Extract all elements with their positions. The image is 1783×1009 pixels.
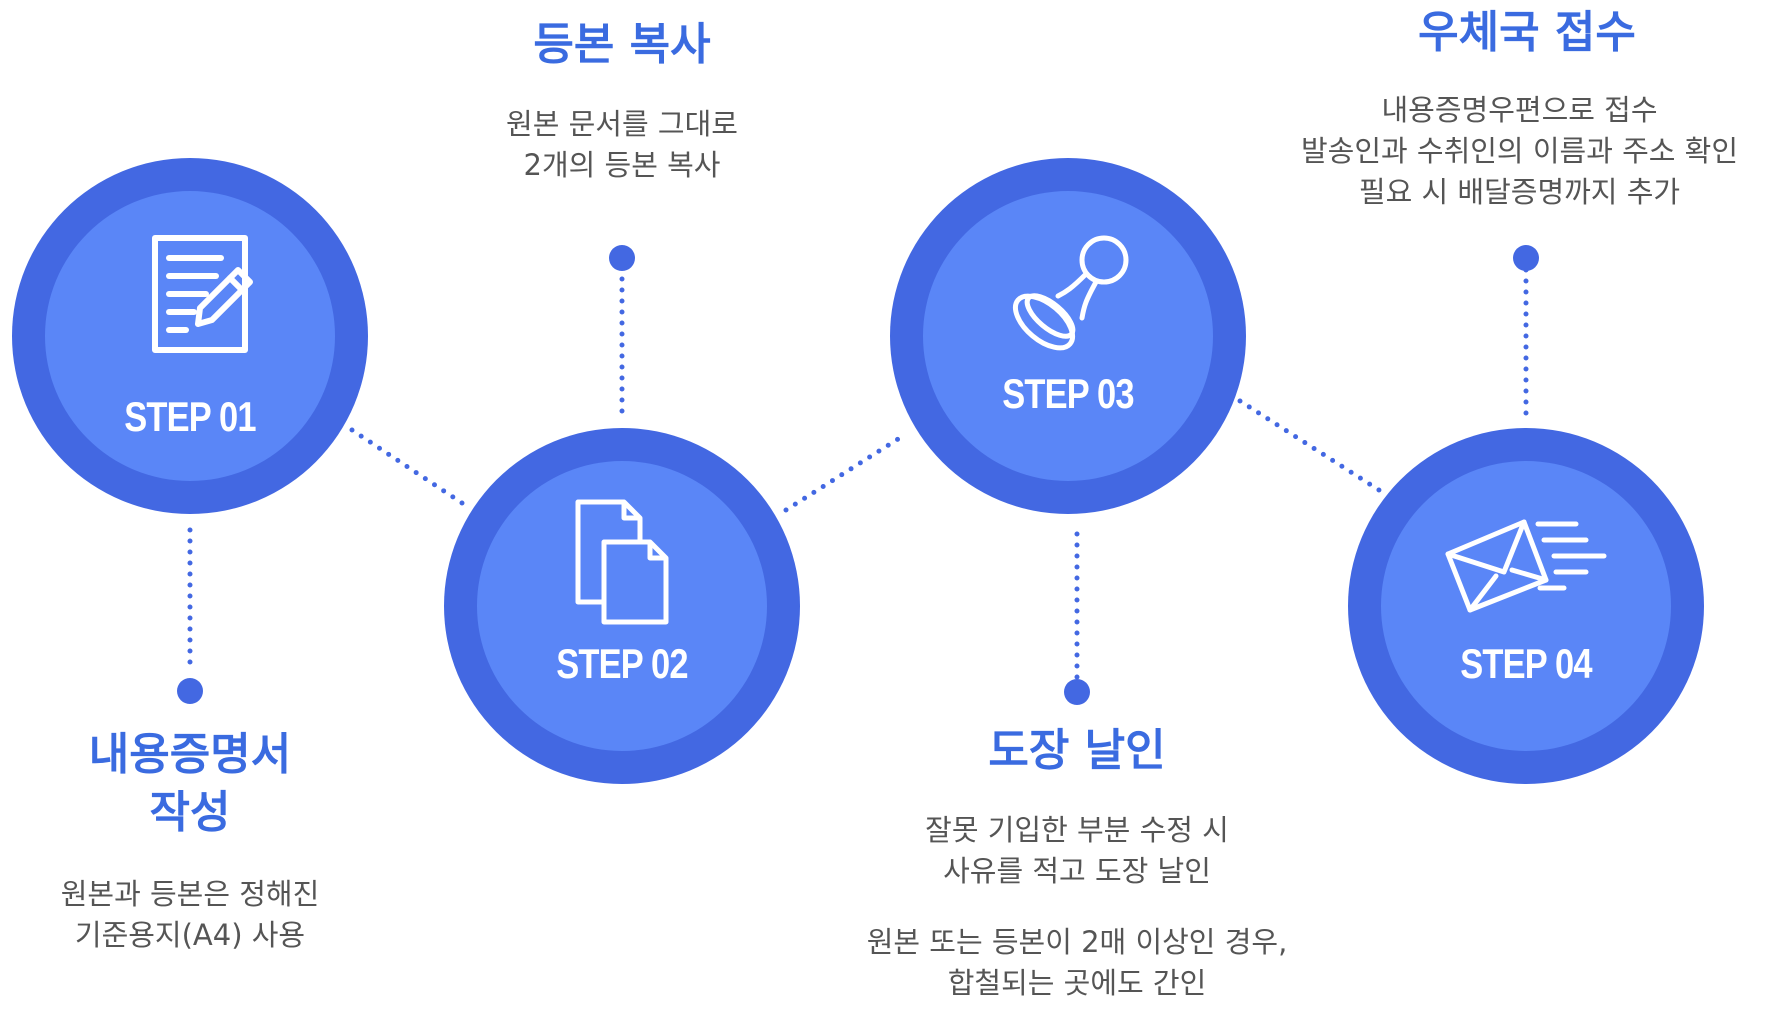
anchor-dot-step3 [1064, 679, 1090, 705]
description-line: 사유를 적고 도장 날인 [943, 854, 1211, 888]
title-line: 우체국 접수 [1418, 7, 1636, 58]
step-03-description: 잘못 기입한 부분 수정 시 사유를 적고 도장 날인 원본 또는 등본이 2매… [812, 810, 1342, 1004]
step-01-description: 원본과 등본은 정해진 기준용지(A4) 사용 [20, 874, 360, 956]
step-04-description: 내용증명우편으로 접수 발송인과 수취인의 이름과 주소 확인 필요 시 배달증… [1262, 90, 1777, 213]
step-03-circle: STEP 03 [890, 158, 1246, 514]
title-line: 등본 복사 [533, 19, 711, 70]
title-line: 작성 [149, 787, 231, 838]
mail-sending-icon [1445, 519, 1607, 613]
step-04-title: 우체국 접수 [1362, 4, 1692, 62]
step-label: STEP 03 [1002, 370, 1134, 417]
step-02-description: 원본 문서를 그대로 2개의 등본 복사 [452, 104, 792, 186]
description-line: 기준용지(A4) 사용 [74, 918, 306, 952]
title-line: 도장 날인 [988, 725, 1166, 776]
description-line: 필요 시 배달증명까지 추가 [1358, 175, 1681, 209]
step-inner-circle [1381, 461, 1671, 751]
step-label: STEP 02 [556, 640, 688, 687]
description-line: 내용증명우편으로 접수 [1381, 93, 1658, 127]
step-02-title: 등본 복사 [462, 16, 782, 74]
stamp-icon [1013, 235, 1129, 351]
copy-documents-icon [575, 499, 669, 625]
description-line: 원본과 등본은 정해진 [60, 877, 320, 911]
step-label: STEP 04 [1460, 640, 1592, 687]
step-01-circle: STEP 01 [12, 158, 368, 514]
anchor-dot-step1 [177, 678, 203, 704]
description-line: 원본 문서를 그대로 [506, 107, 738, 141]
step-04-circle: STEP 04 [1348, 428, 1704, 784]
description-line: 2개의 등본 복사 [523, 148, 721, 182]
description-line: 발송인과 수취인의 이름과 주소 확인 [1300, 134, 1739, 168]
step-02-circle: STEP 02 [444, 428, 800, 784]
title-line: 내용증명서 [88, 729, 292, 780]
connector-step1-step2 [349, 427, 465, 506]
document-edit-icon [152, 235, 253, 353]
description-line: 합철되는 곳에도 간인 [947, 966, 1207, 1000]
connector-step3-step4 [1237, 398, 1385, 495]
description-line: 원본 또는 등본이 2매 이상인 경우, [866, 925, 1288, 959]
description-line: 잘못 기입한 부분 수정 시 [925, 813, 1229, 847]
connector-step2-step3 [783, 431, 909, 513]
anchor-dot-step4 [1513, 245, 1539, 271]
anchor-dot-step2 [609, 245, 635, 271]
step-01-title: 내용증명서 작성 [40, 726, 340, 842]
step-label: STEP 01 [124, 393, 256, 440]
step-03-title: 도장 날인 [912, 722, 1242, 780]
